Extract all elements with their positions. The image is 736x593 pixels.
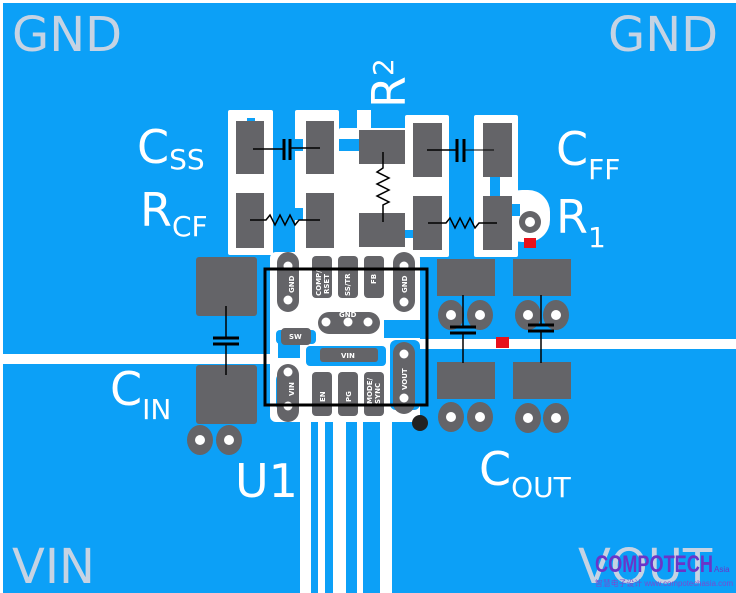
label-css: CSS	[137, 120, 205, 176]
top-pads	[236, 121, 512, 250]
pin-sstr: SS/TR	[344, 273, 352, 296]
cin-symbol	[213, 306, 239, 375]
pin-gnd-tr: GND	[401, 275, 409, 293]
red-marker	[524, 238, 536, 248]
cin-pads	[187, 257, 257, 455]
label-r2: R2	[362, 58, 416, 108]
pin-fb: FB	[370, 274, 378, 284]
net-label-gnd-left: GND	[12, 7, 122, 63]
net-label-vin: VIN	[12, 539, 95, 593]
label-cout: COUT	[479, 442, 572, 504]
red-marker	[496, 337, 509, 348]
u1-outline	[263, 267, 429, 407]
svg-text:Asia: Asia	[714, 565, 730, 574]
label-cin: CIN	[110, 362, 171, 426]
watermark-logo: COMPOTECH Asia 智慧电子设计 www.compotechasia.…	[595, 551, 733, 588]
pin1-marker	[412, 415, 428, 431]
pin-vout: VOUT	[401, 368, 409, 390]
pin-gnd-center: GND	[339, 311, 357, 319]
pin-en: EN	[319, 391, 327, 402]
label-rcf: RCF	[140, 183, 208, 243]
pin-vin: VIN	[288, 382, 296, 396]
pin-pg: PG	[345, 391, 353, 402]
label-cff: CFF	[556, 122, 620, 186]
svg-text:COMPOTECH: COMPOTECH	[595, 551, 713, 578]
label-r1: R1	[556, 190, 606, 254]
pad-vin: VIN	[341, 352, 355, 360]
svg-text:智慧电子设计 www.compotechasia.com: 智慧电子设计 www.compotechasia.com	[595, 578, 733, 588]
pin-sync: SYNC	[374, 383, 382, 404]
pin-sw: SW	[289, 333, 302, 341]
pin-gnd-tl: GND	[288, 275, 296, 293]
pin-comp: COMP/	[315, 270, 323, 296]
schematic-symbols	[250, 139, 497, 230]
net-label-gnd-right: GND	[608, 7, 718, 63]
pin-mode: MODE/	[366, 377, 374, 404]
cout-pads	[437, 259, 571, 433]
label-u1: U1	[235, 454, 298, 508]
svg-text:R2: R2	[362, 58, 416, 108]
net-label-vout: VOUT	[578, 539, 713, 593]
pin-rset: RSET	[323, 274, 331, 294]
cout-symbols	[450, 295, 554, 363]
